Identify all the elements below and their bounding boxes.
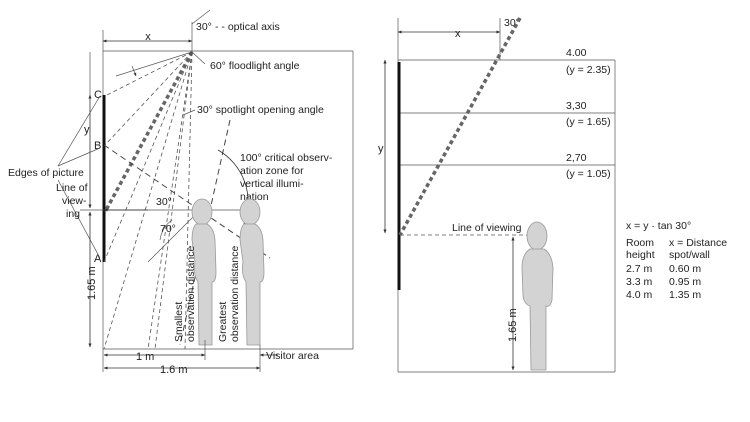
floodlight-label: 60° floodlight angle xyxy=(210,60,300,72)
table-header-height: height xyxy=(626,249,655,261)
smallest-line2: observation distance xyxy=(185,246,197,342)
edges-leader-c xyxy=(57,95,101,167)
critical-zone-line2: ation zone for xyxy=(240,165,304,177)
floodlight-leader xyxy=(191,51,206,65)
beam-floor-2 xyxy=(147,51,193,350)
level-270: 2,70 xyxy=(566,152,587,164)
dist-16m-label: 1.6 m xyxy=(160,364,188,376)
level-400: 4.00 xyxy=(566,47,587,59)
level-330-y: (y = 1.65) xyxy=(566,116,611,128)
visitor-area-label: Visitor area xyxy=(266,350,319,362)
table-cell-dist-3: 1.35 m xyxy=(669,289,701,301)
person-far xyxy=(239,198,265,346)
right-angle-30: 30° xyxy=(504,17,520,29)
right-line-of-viewing-label: Line of viewing xyxy=(452,222,522,234)
label-b: B xyxy=(94,140,101,152)
right-person xyxy=(521,221,554,371)
table-header-distance: x = Distance xyxy=(669,237,727,249)
label-c: C xyxy=(94,89,102,101)
beam-to-c xyxy=(104,51,193,97)
critical-zone-line-upper xyxy=(103,144,271,259)
upper-angle-line xyxy=(115,51,193,77)
beam-floor-3 xyxy=(184,51,193,350)
spotlight-axis-beam xyxy=(103,51,194,213)
table-cell-room-3: 4.0 m xyxy=(626,289,653,301)
edges-leader-b xyxy=(57,147,101,167)
line-of-viewing-2: view- xyxy=(62,195,87,207)
table-header-room: Room xyxy=(626,237,654,249)
right-beam xyxy=(398,17,522,236)
spotlight-edge xyxy=(154,51,193,350)
eye-angle-arc xyxy=(159,219,173,241)
eye-angle-30: 30° xyxy=(156,196,172,208)
right-height-label: 1.65 m xyxy=(507,308,519,342)
table-cell-dist-1: 0.60 m xyxy=(669,263,701,275)
optical-axis-tick xyxy=(191,9,211,25)
left-diagram: x 30° - - optical axis 60° floodlight an… xyxy=(8,9,354,376)
dist-1m-label: 1 m xyxy=(136,351,154,363)
height-label: 1.65 m xyxy=(86,266,98,300)
critical-zone-line1: 100° critical observ- xyxy=(240,152,333,164)
table-cell-dist-2: 0.95 m xyxy=(669,276,701,288)
line-of-viewing-3: ing xyxy=(66,208,80,220)
smallest-line1: Smallest xyxy=(173,302,185,342)
y-label: y xyxy=(84,124,90,136)
line-of-viewing-1: Line of xyxy=(56,182,88,194)
table-cell-room-1: 2.7 m xyxy=(626,263,653,275)
right-diagram: x 30° 4.00 (y = 2.35) 3,30 (y = 1.65) 2,… xyxy=(378,17,727,373)
right-x-label: x xyxy=(455,28,461,40)
level-330: 3,30 xyxy=(566,100,587,112)
greatest-line2: observation distance xyxy=(229,246,241,342)
person-near xyxy=(191,198,217,346)
spotlight-leader xyxy=(182,109,196,116)
edges-leader-a xyxy=(57,179,101,259)
level-270-y: (y = 1.05) xyxy=(566,168,611,180)
upper-angle-tick xyxy=(131,65,137,77)
right-y-label: y xyxy=(378,143,384,155)
beam-to-b xyxy=(104,51,193,146)
angle-30-label: 30° xyxy=(196,21,212,33)
edges-of-picture-label: Edges of picture xyxy=(8,167,84,179)
label-a: A xyxy=(94,253,102,265)
beam-floor-1 xyxy=(103,51,193,350)
optical-axis-label: - - optical axis xyxy=(215,21,280,33)
eye-line-down xyxy=(147,209,201,263)
x-label: x xyxy=(145,31,151,43)
level-400-y: (y = 2.35) xyxy=(566,64,611,76)
critical-zone-line3: vertical illumi- xyxy=(240,178,304,190)
table-header-spotwall: spot/wall xyxy=(669,249,710,261)
spotlight-label: 30° spotlight opening angle xyxy=(197,104,324,116)
greatest-line1: Greatest xyxy=(217,302,229,342)
beam-to-a xyxy=(103,51,193,263)
formula: x = y · tan 30° xyxy=(626,220,691,232)
eye-angle-70: 70° xyxy=(160,223,176,235)
table-cell-room-2: 3.3 m xyxy=(626,276,653,288)
